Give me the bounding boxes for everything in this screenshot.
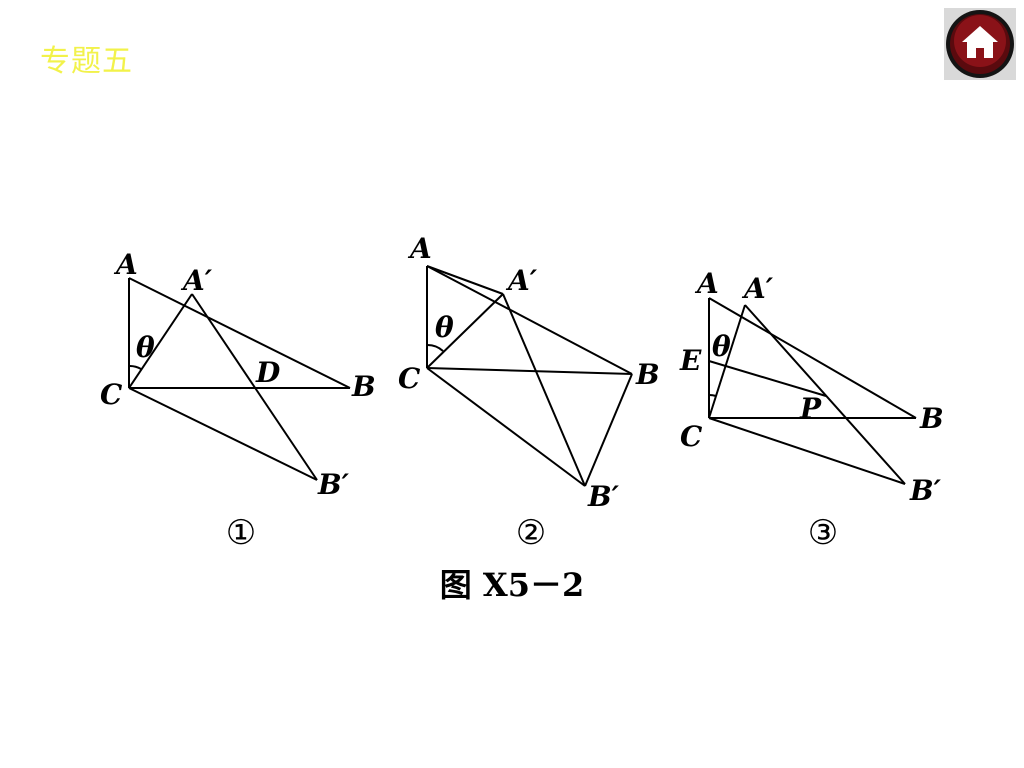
fig1-label-B-prime: B′ bbox=[317, 468, 350, 501]
fig1-label-B: B bbox=[351, 370, 376, 403]
topic-title: 专题五 bbox=[40, 44, 133, 79]
figure-3-number: ③ bbox=[808, 513, 838, 553]
fig2-label-B-prime: B′ bbox=[587, 480, 620, 513]
fig1-label-theta: θ bbox=[136, 331, 155, 364]
fig2-label-A: A bbox=[407, 232, 432, 265]
fig2-label-B: B bbox=[635, 358, 660, 391]
fig1-label-D: D bbox=[255, 356, 281, 389]
fig2-label-A-prime: A′ bbox=[505, 264, 538, 297]
fig3-label-B: B bbox=[919, 402, 944, 435]
fig3-label-P: P bbox=[799, 392, 822, 425]
fig3-label-A-prime: A′ bbox=[741, 272, 774, 305]
home-icon bbox=[944, 8, 1016, 80]
figure-2-lines bbox=[426, 265, 633, 487]
fig3-label-C: C bbox=[680, 420, 703, 453]
figure-1-lines bbox=[128, 277, 351, 481]
fig2-label-C: C bbox=[398, 362, 421, 395]
figure-2-number: ② bbox=[516, 513, 546, 553]
fig1-label-A-prime: A′ bbox=[180, 264, 213, 297]
figure-3-lines bbox=[708, 297, 917, 485]
home-button[interactable] bbox=[944, 8, 1016, 80]
fig3-label-E: E bbox=[679, 344, 702, 377]
fig1-label-C: C bbox=[100, 378, 123, 411]
fig3-label-B-prime: B′ bbox=[909, 474, 942, 507]
fig3-label-A: A bbox=[694, 267, 719, 300]
figure-1-number: ① bbox=[226, 513, 256, 553]
figure-caption: 图 X5－2 bbox=[439, 566, 585, 604]
fig3-label-theta: θ bbox=[712, 330, 731, 363]
fig2-label-theta: θ bbox=[435, 311, 454, 344]
fig1-label-A: A bbox=[113, 248, 138, 281]
